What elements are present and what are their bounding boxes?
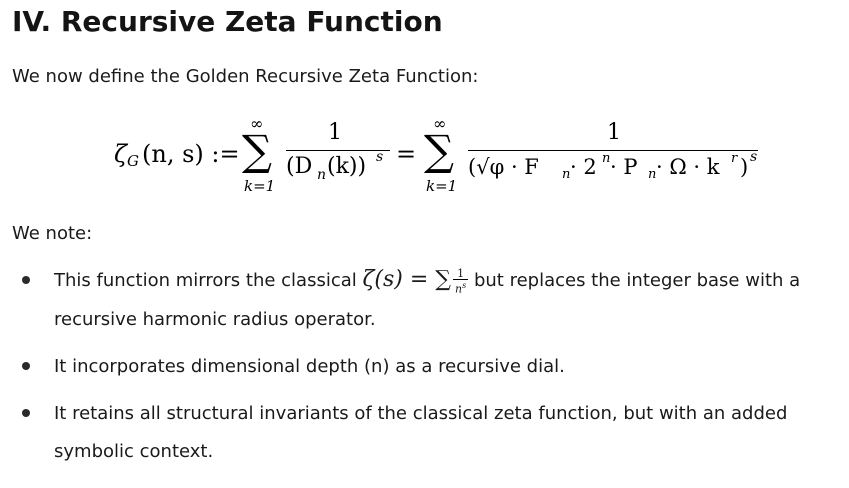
sum2-upper: ∞: [433, 114, 447, 133]
bullet-1-line-1: This function mirrors the classical ζ(s)…: [54, 262, 800, 300]
sum2-symbol: ∑: [424, 126, 454, 175]
frac2-sub-n1: n: [562, 167, 571, 182]
intro-paragraph: We now define the Golden Recursive Zeta …: [12, 66, 479, 87]
frac1-den-exp: s: [376, 149, 384, 165]
frac2-mid2: · P: [610, 155, 638, 179]
bullet-3-line-1: It retains all structural invariants of …: [54, 403, 788, 424]
sum1-upper: ∞: [250, 114, 264, 133]
sum1-symbol: ∑: [242, 126, 272, 175]
frac2-mid3: · Ω · k: [656, 155, 720, 179]
frac1-den-open: (D: [286, 154, 313, 179]
bullet-marker: [22, 409, 30, 417]
bullet-marker: [22, 362, 30, 370]
frac1-bar: [286, 150, 390, 151]
bullet-1-line-2: recursive harmonic radius operator.: [54, 309, 376, 330]
bullet-3-line-2: symbolic context.: [54, 441, 214, 462]
frac2-exp-r: r: [731, 151, 738, 166]
section-heading: IV. Recursive Zeta Function: [12, 5, 443, 38]
lhs-zeta: ζ: [114, 140, 128, 168]
frac1-den-sub: n: [317, 167, 327, 183]
lhs-args: (n, s) :=: [142, 140, 240, 168]
frac2-numerator: 1: [607, 120, 621, 145]
note-paragraph: We note:: [12, 223, 93, 244]
bullet-1-text-after: but replaces the integer base with a: [473, 270, 801, 291]
sum2-lower: k=1: [426, 177, 458, 195]
frac2-mid1: · 2: [570, 155, 597, 179]
equals-sign: =: [396, 140, 417, 168]
sum1-lower: k=1: [244, 177, 276, 195]
frac2-bar: [468, 150, 758, 151]
bullet-marker: [22, 276, 30, 284]
bullet-1-math: ζ(s) = ∑: [362, 266, 452, 292]
lhs-subscript: G: [127, 152, 139, 170]
frac2-exp-s: s: [750, 149, 758, 165]
bullet-1-text-before: This function mirrors the classical: [54, 270, 357, 291]
frac2-close: ): [740, 155, 749, 179]
frac1-numerator: 1: [328, 120, 342, 145]
frac2-exp-n: n: [602, 151, 611, 166]
zeta-equation: ζ G (n, s) := ∞ ∑ k=1 1 (D n (k)) s = ∞ …: [0, 108, 849, 204]
frac1-den-rest: (k)): [327, 154, 367, 179]
frac2-den-open: (√φ · F: [468, 155, 539, 179]
bullet-2-text: It incorporates dimensional depth (n) as…: [54, 356, 565, 377]
frac2-sub-n2: n: [648, 167, 657, 182]
